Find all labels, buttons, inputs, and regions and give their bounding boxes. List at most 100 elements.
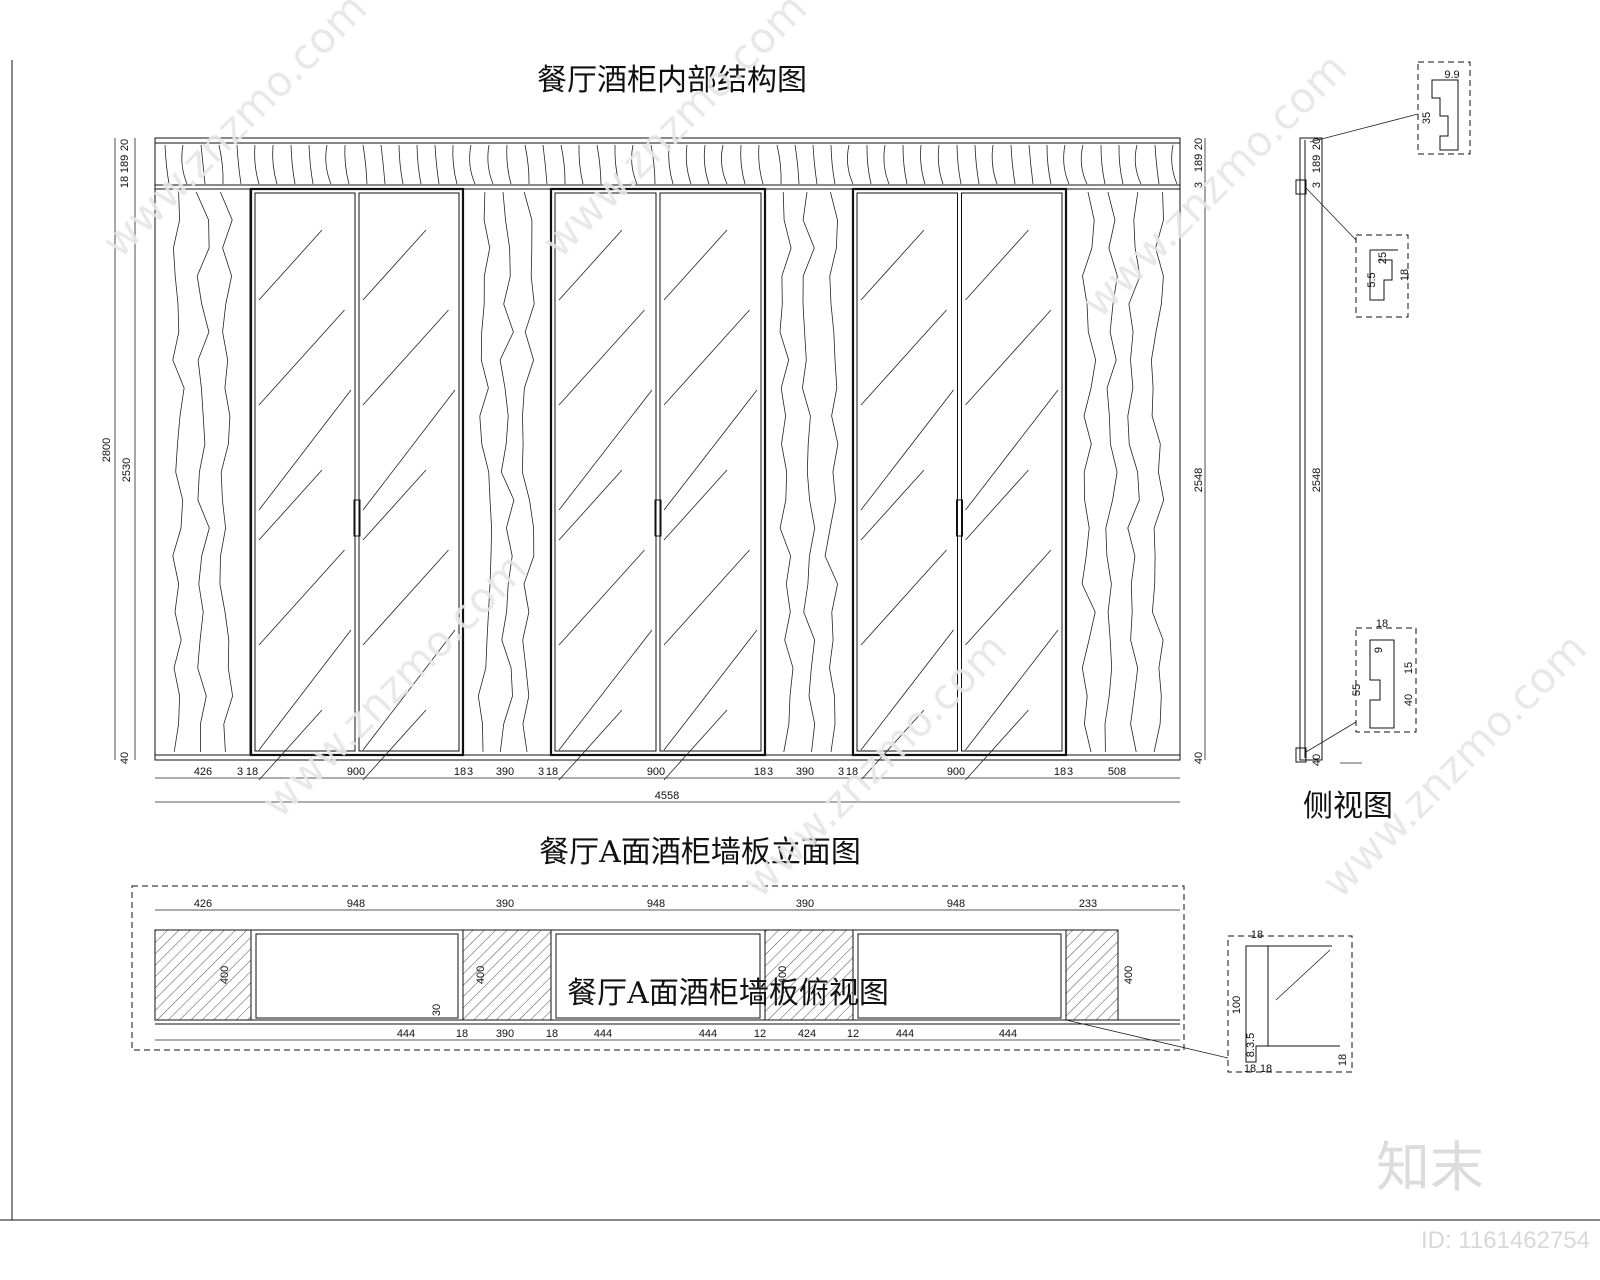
glass-reflection-line (663, 629, 758, 751)
watermark-text: www.znzmo.com (532, 0, 816, 267)
glass-reflection-line (558, 309, 645, 406)
plan-panel-hatched (154, 929, 252, 1021)
dim-label: 3 (1311, 182, 1323, 188)
cornice-grain (866, 144, 872, 185)
cornice-grain (596, 144, 602, 185)
cornice-grain (1063, 144, 1070, 185)
glass-reflection-line (362, 229, 427, 301)
glass-reflection-line (965, 629, 1059, 751)
cornice-grain (560, 144, 566, 185)
glass-reflection-line (558, 389, 653, 511)
cornice-grain (200, 144, 206, 185)
cornice-grain (668, 144, 674, 185)
dim-label: 30 (431, 1004, 443, 1016)
dim-label: 2548 (1311, 468, 1323, 492)
leader-line (1305, 187, 1357, 241)
glass-door-leaf (961, 192, 1063, 752)
dim-label: 18 (246, 766, 258, 778)
glass-reflection-line (258, 709, 323, 781)
cabinet-frame (851, 187, 1068, 757)
dim-label: 948 (647, 898, 665, 910)
dim-label: 3 (1067, 766, 1073, 778)
cornice-grain (956, 144, 962, 185)
glass-reflection-line (663, 549, 750, 646)
plan-detail-box (1227, 935, 1353, 1073)
dim-label: 18 (1251, 929, 1263, 941)
cornice-grain (578, 144, 584, 185)
cornice-grain (487, 144, 494, 185)
cornice-grain (325, 144, 332, 185)
glass-reflection-line (258, 469, 323, 541)
plan-outline-dashed (131, 885, 1185, 1051)
elevation-drawing: 426 3 18 900 18 3 390 3 18 900 18 3 390 … (101, 137, 1206, 803)
cornice-grain (794, 144, 800, 185)
dim-label: 2548 (1193, 468, 1205, 492)
glass-reflection-line (965, 469, 1029, 541)
glass-reflection-line (558, 709, 623, 781)
glass-door-leaf (554, 192, 657, 752)
dim-label: 40 (1403, 694, 1415, 706)
plan-panel-hatched (764, 929, 854, 1021)
wood-grain (801, 191, 816, 753)
leader-line (1305, 721, 1357, 753)
elevation-title: 餐厅A面酒柜墙板立面图 (539, 835, 861, 870)
cornice-grain (1154, 144, 1160, 185)
cornice-grain (362, 144, 368, 185)
wood-grain (521, 191, 535, 753)
dim-label: 2800 (101, 438, 113, 462)
dim-label: 2530 (121, 458, 133, 482)
glass-reflection-line (860, 389, 954, 511)
dim-label: 18 (1399, 269, 1411, 281)
dim-label: 444 (594, 1028, 612, 1040)
dim-label: 20 (1311, 138, 1323, 150)
wood-grain (499, 191, 515, 753)
dim-label: 9 (1373, 647, 1385, 653)
cornice-grain (776, 144, 782, 185)
glass-reflection-line (258, 309, 345, 406)
cornice-grain (218, 144, 224, 185)
glass-doors (249, 187, 1068, 781)
side-view-title: 侧视图 (1303, 789, 1393, 824)
dim-label: 3 (237, 766, 243, 778)
glass-reflection-line (258, 549, 345, 646)
glass-reflection-line (362, 549, 449, 646)
watermark-text: www.znzmo.com (252, 543, 536, 827)
dim-label: 40 (1311, 754, 1323, 766)
detail-mid-profile (1369, 249, 1398, 301)
cornice-grain (991, 144, 998, 185)
glass-reflection-line (965, 709, 1029, 781)
cornice-grain (416, 144, 422, 185)
glass-reflection-line (258, 389, 352, 511)
cornice-grain (380, 144, 386, 185)
dim-label: 3 (767, 766, 773, 778)
cabinet-frame (549, 187, 767, 757)
glass-reflection-line (860, 709, 925, 781)
cornice-grain (812, 144, 818, 185)
dim-label: 189 (119, 155, 131, 173)
door-handle-icon (353, 499, 361, 537)
wood-grain (195, 191, 210, 752)
dim-label: 18 (1244, 1063, 1256, 1075)
glass-reflection-line (965, 309, 1052, 406)
dim-label: 12 (847, 1028, 859, 1040)
glass-reflection-line (663, 389, 758, 511)
wood-grain (477, 191, 493, 753)
wood-grain (779, 191, 794, 753)
cornice-grain (937, 144, 944, 185)
dim-label: 390 (796, 766, 814, 778)
dim-label: 18 (754, 766, 766, 778)
plan-panel-hatched (1065, 929, 1119, 1021)
glass-reflection-line (860, 469, 925, 541)
dim-label: 8.3.5 (1245, 1033, 1257, 1057)
glass-reflection-line (663, 309, 750, 406)
elevation-outline (154, 137, 1181, 761)
glass-reflection-line (558, 629, 653, 751)
dim-label: 35 (1421, 112, 1433, 124)
dim-label: 3 (1193, 182, 1205, 188)
wood-panels (154, 144, 1181, 756)
cornice-grain (758, 144, 764, 185)
glass-reflection-line (362, 389, 456, 511)
dim-label: 400 (1123, 966, 1135, 984)
dim-label: 400 (475, 966, 487, 984)
